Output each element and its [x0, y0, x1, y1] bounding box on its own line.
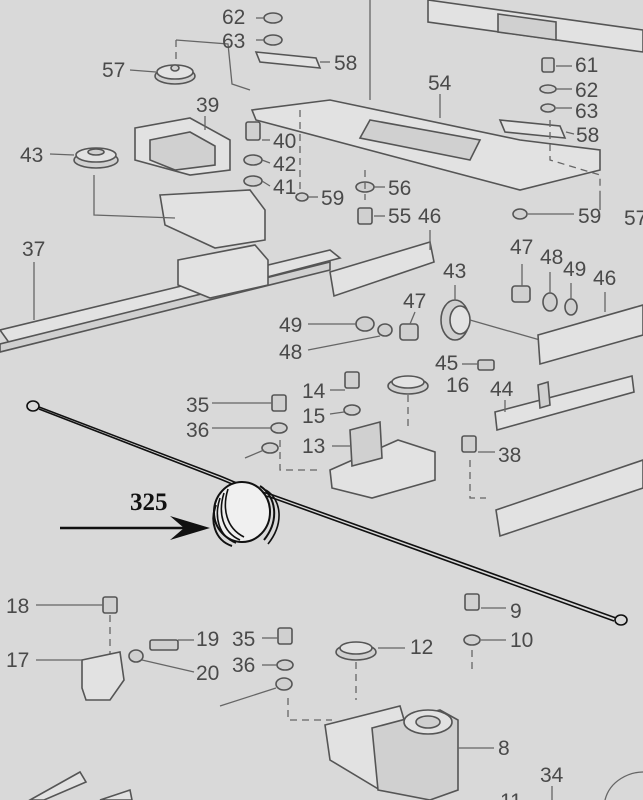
bar-46-right	[537, 292, 643, 366]
pulley-57	[129, 64, 196, 85]
bottom-left-rail	[28, 770, 133, 800]
part-label-35b: 35	[232, 628, 255, 651]
rail-38	[461, 435, 643, 538]
part-label-62b: 62	[575, 79, 598, 102]
screw-59-left	[295, 192, 318, 202]
part-label-62a: 62	[222, 6, 245, 29]
part-label-43b: 43	[443, 260, 466, 283]
carriage-39	[134, 116, 266, 249]
part-label-45: 45	[435, 352, 458, 375]
part-label-12: 12	[410, 636, 433, 659]
screw-9-washer-10	[463, 593, 506, 670]
part-label-41: 41	[273, 176, 296, 199]
pulley-43-right	[440, 285, 471, 341]
part-label-35a: 35	[186, 394, 209, 417]
bolt-stack-right	[511, 264, 578, 316]
part-label-10: 10	[510, 629, 533, 652]
part-label-19: 19	[196, 628, 219, 651]
part-label-43a: 43	[20, 144, 43, 167]
screws-56-55	[355, 181, 385, 225]
part-label-36b: 36	[232, 654, 255, 677]
screw-stack-right	[539, 57, 572, 113]
part-label-55: 55	[388, 205, 411, 228]
part-label-34: 34	[540, 764, 564, 787]
screw-18	[36, 596, 118, 660]
rail-37	[0, 244, 342, 353]
top-right-rail	[427, 0, 643, 53]
pulley-12	[335, 641, 405, 700]
screw-59-right	[512, 208, 574, 220]
screw-stack-40-42	[243, 121, 271, 187]
base-plate-54	[250, 94, 601, 191]
bar-46	[329, 230, 435, 298]
part-label-49b: 49	[279, 314, 302, 337]
part-label-63b: 63	[575, 100, 598, 123]
part-label-47b: 47	[403, 290, 426, 313]
callout-label: 325	[130, 489, 168, 516]
coil-spring-325	[212, 481, 280, 547]
part-label-16: 16	[446, 374, 469, 397]
pulley-43-left	[49, 147, 119, 169]
part-label-58b: 58	[576, 124, 599, 147]
part-label-42: 42	[273, 153, 296, 176]
part-label-59a: 59	[321, 187, 344, 210]
part-label-37: 37	[22, 238, 45, 261]
bracket-13	[329, 420, 436, 499]
bracket-17	[36, 651, 125, 701]
pulley-16	[387, 375, 429, 430]
part-label-13: 13	[302, 435, 325, 458]
part-label-61: 61	[575, 54, 598, 77]
part-label-57: 57	[102, 59, 125, 82]
bolt-stack-left	[307, 311, 419, 351]
screw-45	[462, 359, 495, 371]
cable-lug-lower	[219, 677, 293, 707]
screws-35-36-upper	[212, 394, 288, 434]
callout-arrow	[60, 516, 210, 540]
part-label-20: 20	[196, 662, 219, 685]
part-label-8: 8	[498, 737, 510, 760]
part-label-46a: 46	[418, 205, 441, 228]
part-label-39: 39	[196, 94, 219, 117]
housing-8	[324, 705, 494, 800]
part-label-59b: 59	[578, 205, 601, 228]
bottom-right-parts	[551, 771, 643, 800]
part-label-18: 18	[6, 595, 29, 618]
screw-19-washer-20	[128, 639, 195, 673]
part-label-58a: 58	[334, 52, 357, 75]
part-label-38: 38	[498, 444, 521, 467]
part-label-9: 9	[510, 600, 522, 623]
part-label-40: 40	[273, 130, 296, 153]
part-label-46b: 46	[593, 267, 616, 290]
clamp-plate-58b	[498, 119, 567, 139]
part-label-47a: 47	[510, 236, 533, 259]
part-label-57b: 57	[624, 207, 643, 230]
washer-stack-top	[256, 12, 283, 46]
part-label-17: 17	[6, 649, 29, 672]
part-label-63a: 63	[222, 30, 245, 53]
bracket-44	[494, 374, 635, 432]
part-label-15: 15	[302, 405, 325, 428]
clamp-plate-58	[254, 51, 322, 69]
part-label-14: 14	[302, 380, 326, 403]
screws-35-36-lower	[262, 627, 294, 671]
part-label-44: 44	[490, 378, 514, 401]
part-label-36a: 36	[186, 419, 209, 442]
cable-lug-upper	[244, 442, 279, 459]
part-label-48b: 48	[279, 341, 302, 364]
part-label-11: 11	[500, 790, 522, 800]
part-label-56: 56	[388, 177, 411, 200]
part-label-49a: 49	[563, 258, 586, 281]
screws-14-15	[329, 371, 361, 416]
part-label-48a: 48	[540, 246, 563, 269]
part-label-54: 54	[428, 72, 452, 95]
